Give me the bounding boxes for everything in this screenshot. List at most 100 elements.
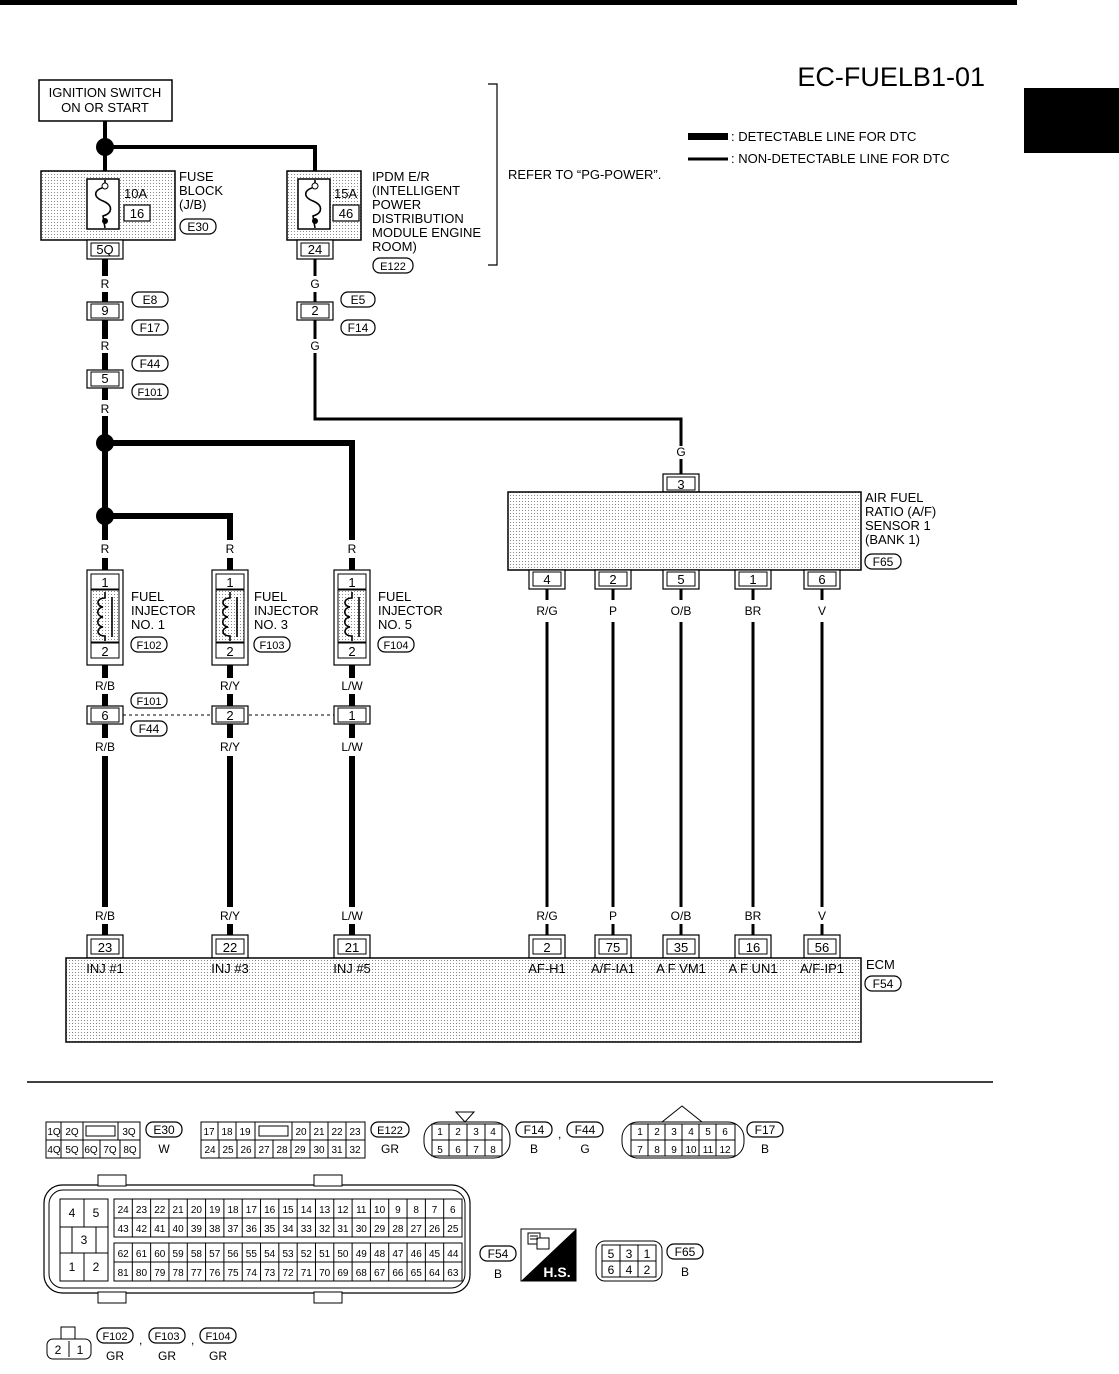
injector-1-label-2: INJECTOR — [131, 603, 196, 618]
e30-id: E30 — [153, 1123, 175, 1137]
f44-id: F44 — [575, 1123, 596, 1137]
f54-pin-23: 23 — [136, 1205, 148, 1216]
connector-f54-face — [43, 1174, 471, 1304]
wire-color-r-inj1: R — [101, 542, 110, 556]
ecm-pins — [86, 934, 841, 959]
f54-pin-1: 1 — [69, 1260, 76, 1274]
f65-color: B — [681, 1265, 689, 1279]
fuel-injector-1 — [86, 569, 124, 666]
af-sensor-connector: F65 — [873, 555, 894, 569]
injector-5-label-1: FUEL — [378, 589, 411, 604]
f17-pin-3: 3 — [671, 1127, 677, 1138]
f54-pin-50: 50 — [337, 1249, 349, 1260]
wire-color-br-2: BR — [745, 909, 762, 923]
connector-e122-face — [200, 1121, 366, 1159]
f54-pin-80: 80 — [136, 1268, 148, 1279]
af-sensor-pin-1: 1 — [749, 572, 756, 587]
f54-pin-12: 12 — [337, 1205, 349, 1216]
e122-pin-27: 27 — [258, 1145, 270, 1156]
ignition-line1: IGNITION SWITCH — [49, 85, 162, 100]
refer-note: REFER TO “PG-POWER”. — [508, 167, 661, 182]
f54-pin-73: 73 — [264, 1268, 276, 1279]
joint-f17-id: F17 — [140, 321, 161, 335]
e122-pin-25: 25 — [222, 1145, 234, 1156]
joint-f101-f44 — [86, 705, 371, 725]
f54-pin-60: 60 — [154, 1249, 166, 1260]
e122-pin-26: 26 — [240, 1145, 252, 1156]
e122-pin-17: 17 — [203, 1127, 215, 1138]
wire-color-lw-3: L/W — [341, 909, 363, 923]
f54-pin-42: 42 — [136, 1224, 148, 1235]
connector-f14-face — [423, 1111, 511, 1159]
ecm-term-afun1: A F UN1 — [728, 961, 777, 976]
wire-color-lw-1: L/W — [341, 679, 363, 693]
f54-pin-16: 16 — [264, 1205, 276, 1216]
f54-pin-33: 33 — [301, 1224, 313, 1235]
f14-pin-1: 1 — [437, 1127, 443, 1138]
f14-pin-4: 4 — [490, 1127, 496, 1138]
legend-detectable-swatch — [688, 133, 728, 140]
f54-pin-62: 62 — [118, 1249, 130, 1260]
ecm-pin-16: 16 — [746, 940, 760, 955]
injector-3-pin-in: 1 — [226, 575, 233, 590]
f54-pin-20: 20 — [191, 1205, 203, 1216]
f17-pin-11: 11 — [703, 1145, 714, 1156]
wire-color-r-inj3: R — [226, 542, 235, 556]
f103-id: F103 — [154, 1331, 179, 1343]
f65-pin-3: 3 — [626, 1247, 633, 1261]
ipdm-label-2: (INTELLIGENT — [372, 183, 460, 198]
f54-pin-37: 37 — [227, 1224, 239, 1235]
f54-pin-29: 29 — [374, 1224, 386, 1235]
f54-pin-31: 31 — [337, 1224, 349, 1235]
joint-e8-id: E8 — [143, 293, 158, 307]
ecm-term-afh1: AF-H1 — [528, 961, 566, 976]
f54-pin-6: 6 — [450, 1205, 456, 1216]
af-sensor-pin-4: 4 — [543, 572, 550, 587]
f54-pin-15: 15 — [282, 1205, 294, 1216]
wire-color-r-1: R — [101, 277, 110, 291]
injector-5-coil-icon — [343, 592, 353, 641]
f54-pin-64: 64 — [429, 1268, 441, 1279]
wire-color-ob-2: O/B — [671, 909, 692, 923]
ecm-pin-56: 56 — [815, 940, 829, 955]
f14-pin-3: 3 — [473, 1127, 479, 1138]
ecm-pin-75: 75 — [606, 940, 620, 955]
f54-pin-14: 14 — [301, 1205, 313, 1216]
legend-detectable: : DETECTABLE LINE FOR DTC — [731, 129, 916, 144]
wire-color-p-1: P — [609, 604, 617, 618]
ignition-line2: ON OR START — [61, 100, 149, 115]
connector-f65-face — [595, 1240, 663, 1282]
injector-1-connector: F102 — [136, 640, 161, 652]
f65-pin-6: 6 — [608, 1263, 615, 1277]
ipdm-terminal: 24 — [308, 242, 322, 257]
fuse-15a-amp: 15A — [334, 186, 357, 201]
e122-pin-20: 20 — [295, 1127, 307, 1138]
f17-pin-5: 5 — [705, 1127, 711, 1138]
f54-pin-grid — [131, 1199, 445, 1281]
ipdm-label-4: DISTRIBUTION — [372, 211, 464, 226]
af-sensor-box — [507, 491, 862, 571]
ipdm-label-5: MODULE ENGINE — [372, 225, 481, 240]
ipdm-label-6: ROOM) — [372, 239, 417, 254]
injector-5-connector: F104 — [383, 640, 408, 652]
joint-f101-pin-6: 6 — [101, 708, 108, 723]
injector-5-pin-out: 2 — [348, 644, 355, 659]
af-sensor-pin-2: 2 — [609, 572, 616, 587]
e30-pin-6q: 6Q — [84, 1145, 98, 1156]
e122-pin-30: 30 — [313, 1145, 325, 1156]
f44-color: G — [580, 1142, 589, 1156]
wire-color-r-2: R — [101, 339, 110, 353]
ecm-pin-2: 2 — [543, 940, 550, 955]
ecm-pin-21: 21 — [345, 940, 359, 955]
ecm-box — [65, 957, 862, 1043]
f54-pin-28: 28 — [392, 1224, 404, 1235]
injector-1-pin-in: 1 — [101, 575, 108, 590]
f54-pin-3: 3 — [81, 1233, 88, 1247]
fuse-block-label-2: BLOCK — [179, 183, 223, 198]
f54-pin-26: 26 — [429, 1224, 441, 1235]
af-sensor-pin-6: 6 — [818, 572, 825, 587]
f17-pin-9: 9 — [671, 1145, 677, 1156]
